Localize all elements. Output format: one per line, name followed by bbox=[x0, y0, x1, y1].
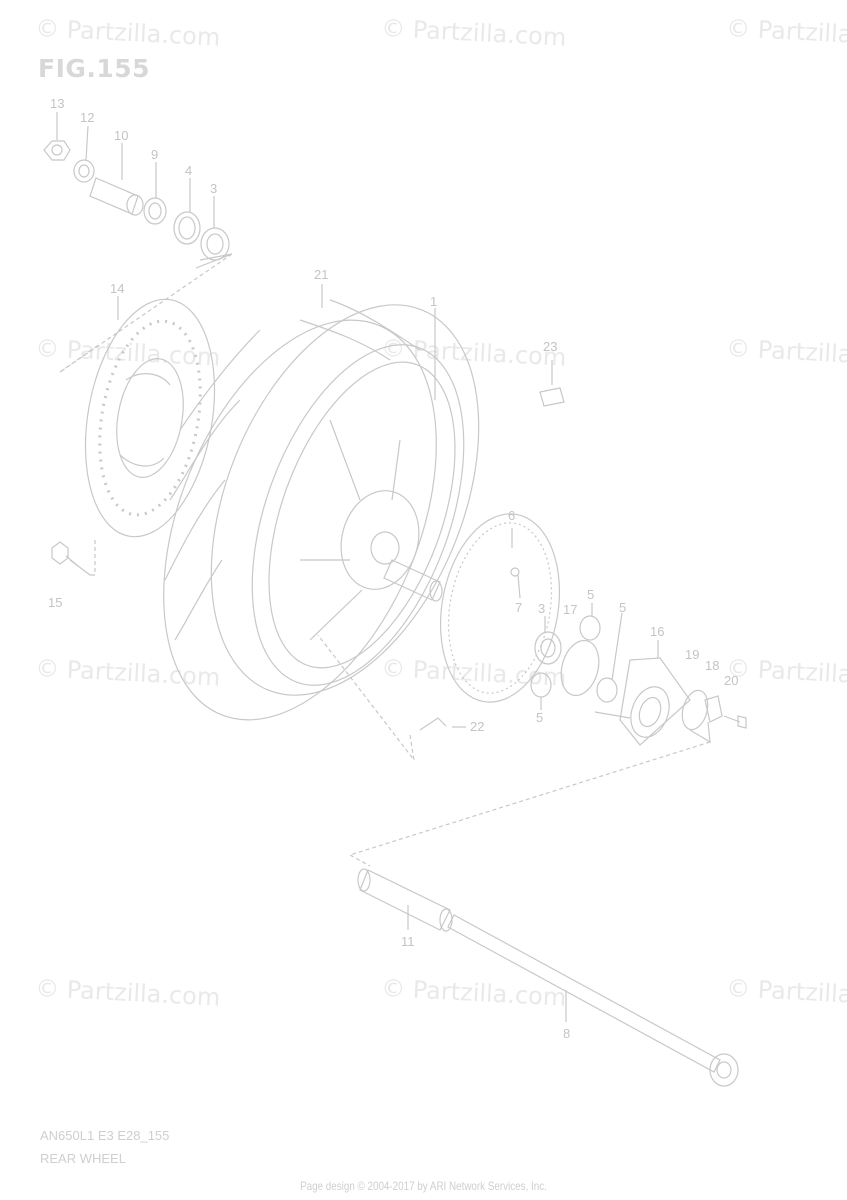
seal-4 bbox=[173, 211, 201, 245]
part-label-9: 9 bbox=[151, 147, 158, 162]
part-label-5: 5 bbox=[619, 600, 626, 615]
part-label-13: 13 bbox=[50, 96, 64, 111]
axle-stub bbox=[383, 559, 441, 601]
page-credit: Page design © 2004-2017 by ARI Network S… bbox=[300, 1179, 547, 1193]
part-label-7: 7 bbox=[515, 600, 522, 615]
washer-12 bbox=[73, 159, 95, 183]
part-label-16: 16 bbox=[650, 624, 664, 639]
valve-22 bbox=[419, 717, 466, 731]
part-label-1: 1 bbox=[430, 294, 437, 309]
part-label-20: 20 bbox=[724, 673, 738, 688]
bolt-20 bbox=[723, 715, 747, 729]
part-label-17: 17 bbox=[563, 602, 577, 617]
part-label-23: 23 bbox=[543, 339, 557, 354]
part-label-6: 6 bbox=[508, 508, 515, 523]
part-label-14: 14 bbox=[110, 281, 124, 296]
model-code: AN650L1 E3 E28_155 bbox=[40, 1128, 170, 1143]
bolt-15 bbox=[51, 541, 79, 567]
part-label-10: 10 bbox=[114, 128, 128, 143]
collar-11 bbox=[357, 868, 453, 932]
bearing-3-right bbox=[534, 631, 562, 665]
part-label-21: 21 bbox=[314, 267, 328, 282]
part-label-12: 12 bbox=[80, 110, 94, 125]
wheel-rim-1 bbox=[251, 344, 465, 686]
part-label-8: 8 bbox=[563, 1026, 570, 1041]
bushing-9 bbox=[143, 197, 167, 225]
part-label-5: 5 bbox=[536, 710, 543, 725]
axle-8 bbox=[447, 914, 739, 1087]
damper-5-b bbox=[596, 677, 618, 703]
part-label-11: 11 bbox=[401, 934, 415, 949]
part-label-15: 15 bbox=[48, 595, 62, 610]
brake-disc-14 bbox=[84, 298, 216, 538]
figure-title: FIG.155 bbox=[38, 54, 151, 83]
o-ring-17 bbox=[560, 639, 600, 697]
section-name: REAR WHEEL bbox=[40, 1151, 126, 1166]
spacer-10 bbox=[89, 177, 144, 216]
part-label-4: 4 bbox=[185, 163, 192, 178]
damper-5-c bbox=[530, 672, 552, 698]
part-label-19: 19 bbox=[685, 647, 699, 662]
bracket-18 bbox=[704, 695, 723, 723]
part-label-18: 18 bbox=[705, 658, 719, 673]
part-label-3: 3 bbox=[538, 601, 545, 616]
part-label-3: 3 bbox=[210, 181, 217, 196]
rear-tire-21 bbox=[163, 299, 480, 721]
hub-16 bbox=[594, 657, 691, 746]
part-label-5: 5 bbox=[587, 587, 594, 602]
nut-13 bbox=[43, 140, 71, 161]
sensor-rotor-6 bbox=[439, 513, 561, 703]
clip-23 bbox=[539, 387, 565, 407]
part-label-22: 22 bbox=[470, 719, 484, 734]
sensor-ring-19 bbox=[681, 689, 709, 731]
damper-5-a bbox=[579, 615, 601, 641]
bolt-7 bbox=[510, 567, 521, 599]
